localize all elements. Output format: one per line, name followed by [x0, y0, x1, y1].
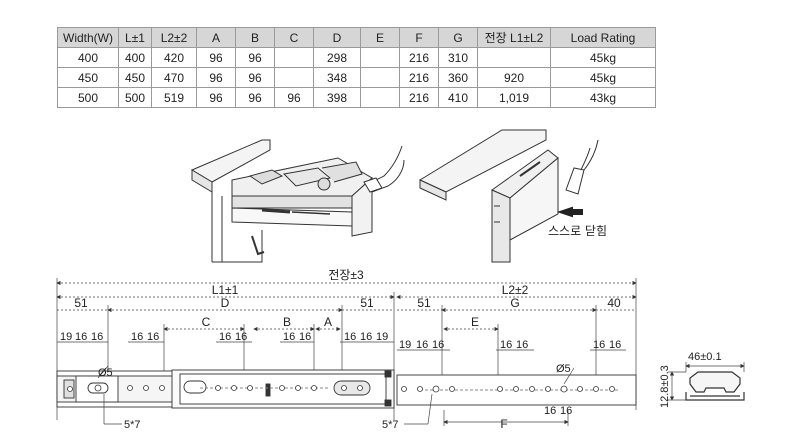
- spacing-label: 16: [500, 339, 512, 351]
- c-label: C: [202, 315, 211, 329]
- table-cell: 398: [313, 87, 361, 108]
- l1-label: L1±1: [212, 283, 239, 297]
- table-cell: 45kg: [550, 67, 656, 88]
- table-cell: 96: [196, 87, 236, 108]
- leader-lines: [97, 365, 575, 425]
- spacing-label: 16: [360, 331, 372, 343]
- table-cell: [360, 67, 400, 88]
- col-header: L±1: [118, 27, 152, 48]
- drawer-open-illustration: [190, 139, 405, 263]
- table-cell: 410: [438, 87, 478, 108]
- spacing-label: 16: [544, 405, 556, 417]
- dim-51-middle: 51: [360, 296, 374, 310]
- section-dimension-lines: [668, 362, 745, 401]
- close-direction-arrow: [556, 206, 583, 218]
- table-cell: 450: [118, 67, 152, 88]
- a-label: A: [324, 315, 332, 329]
- table-cell: 348: [313, 67, 361, 88]
- spacing-label: 16: [131, 331, 143, 343]
- dim-51-left: 51: [74, 296, 88, 310]
- spacing-label: 16: [283, 331, 295, 343]
- slot-size-left: 5*7: [124, 419, 141, 431]
- table-header-row: Width(W) L±1 L2±2 A B C D E F G 전장 L1±L2…: [57, 27, 656, 48]
- table-cell: 360: [438, 67, 478, 88]
- table-cell: 96: [235, 47, 275, 68]
- rail-cross-section: [685, 371, 745, 401]
- mounting-holes: [67, 384, 615, 393]
- table-cell: 400: [57, 47, 119, 68]
- hole-diameter-right: Ø5: [556, 363, 571, 375]
- col-header: C: [274, 27, 314, 48]
- l2-label: L2±2: [502, 283, 529, 297]
- section-height-label: 12.8±0.3: [659, 365, 671, 408]
- hole-diameter-left: Ø5: [98, 367, 113, 379]
- dim-51-right: 51: [417, 296, 431, 310]
- table-cell: 500: [57, 87, 119, 108]
- spacing-label: 16: [299, 331, 311, 343]
- spacing-label: 16: [235, 331, 247, 343]
- spacing-label: 16: [609, 339, 621, 351]
- col-header: B: [235, 27, 275, 48]
- table-cell: 96: [235, 67, 275, 88]
- spacing-label: 16: [560, 405, 572, 417]
- e-label: E: [471, 315, 479, 329]
- table-cell: 420: [151, 47, 197, 68]
- spacing-label: 16: [344, 331, 356, 343]
- dimension-lines: [56, 278, 637, 426]
- section-width-label: 46±0.1: [688, 351, 722, 363]
- table-cell: 96: [274, 87, 314, 108]
- spacing-label: 16: [219, 331, 231, 343]
- col-header: Load Rating: [550, 27, 656, 48]
- spacing-label: 16: [147, 331, 159, 343]
- d-label: D: [221, 296, 230, 310]
- table-cell: 1,019: [477, 87, 551, 108]
- g-label: G: [510, 296, 519, 310]
- table-cell: 400: [118, 47, 152, 68]
- table-cell: 450: [57, 67, 119, 88]
- table-cell: [360, 87, 400, 108]
- table-cell: 519: [151, 87, 197, 108]
- spacing-label: 19: [376, 331, 388, 343]
- total-length-label: 전장±3: [328, 268, 364, 282]
- table-row: 500 500 519 96 96 96 398 216 410 1,019 4…: [57, 87, 656, 108]
- table-cell: 216: [399, 87, 439, 108]
- table-cell: 96: [196, 67, 236, 88]
- self-close-label: 스스로 닫힘: [548, 224, 607, 238]
- slot-size-right: 5*7: [382, 419, 399, 431]
- spacing-label: 16: [516, 339, 528, 351]
- table-cell: 96: [235, 87, 275, 108]
- drawer-close-illustration: [418, 129, 599, 263]
- col-header: G: [438, 27, 478, 48]
- spacing-label: 16: [75, 331, 87, 343]
- dim-40: 40: [607, 296, 621, 310]
- table-cell: 500: [118, 87, 152, 108]
- col-header: F: [399, 27, 439, 48]
- table-row: 450 450 470 96 96 348 216 360 920 45kg: [57, 67, 656, 88]
- table-cell: 298: [313, 47, 361, 68]
- spacing-label: 16: [416, 339, 428, 351]
- spacing-label: 16: [593, 339, 605, 351]
- table-cell: 216: [399, 47, 439, 68]
- col-header: Width(W): [57, 27, 119, 48]
- spacing-label: 16: [91, 331, 103, 343]
- col-header: L2±2: [151, 27, 197, 48]
- table-row: 400 400 420 96 96 298 216 310 45kg: [57, 47, 656, 68]
- col-header: E: [360, 27, 400, 48]
- spacing-label: 16: [432, 339, 444, 351]
- table-cell: [274, 67, 314, 88]
- slide-rail: [56, 369, 637, 409]
- spacing-label: 19: [60, 331, 72, 343]
- spec-table: Width(W) L±1 L2±2 A B C D E F G 전장 L1±L2…: [57, 27, 656, 108]
- b-label: B: [283, 315, 291, 329]
- spacing-label: 19: [399, 339, 411, 351]
- f-label: F: [500, 417, 507, 431]
- table-cell: 920: [477, 67, 551, 88]
- col-header: 전장 L1±L2: [477, 27, 551, 48]
- table-cell: 43kg: [550, 87, 656, 108]
